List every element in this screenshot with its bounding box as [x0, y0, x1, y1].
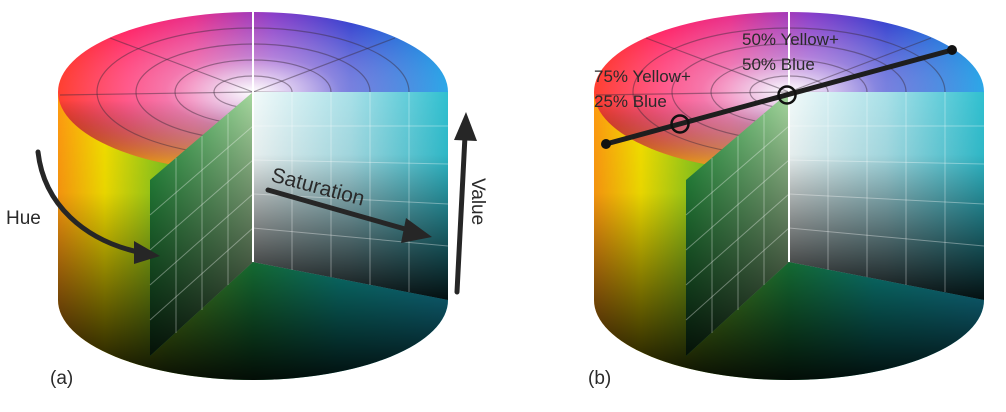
- value-arrow: [454, 112, 477, 295]
- mix1-line2-label: 25% Blue: [594, 92, 667, 111]
- mixing-line: [601, 45, 957, 149]
- saturation-arrow: [265, 187, 432, 243]
- hue-arrow: [35, 149, 141, 255]
- mix2-line1-label: 50% Yellow+: [742, 30, 839, 49]
- caption-b: (b): [588, 368, 611, 389]
- caption-a: (a): [50, 368, 73, 389]
- value-label: Value: [467, 178, 488, 225]
- mix1-line1-label: 75% Yellow+: [594, 67, 691, 86]
- hue-label: Hue: [6, 208, 41, 229]
- hue-arrowhead: [134, 241, 160, 264]
- mix2-line2-label: 50% Blue: [742, 55, 815, 74]
- cylinder-a: [58, 12, 449, 380]
- mix-point-75-25: [670, 114, 690, 134]
- mix-point-50-50: [777, 85, 797, 105]
- endpoint-blue: [947, 45, 957, 55]
- endpoint-yellow: [601, 139, 611, 149]
